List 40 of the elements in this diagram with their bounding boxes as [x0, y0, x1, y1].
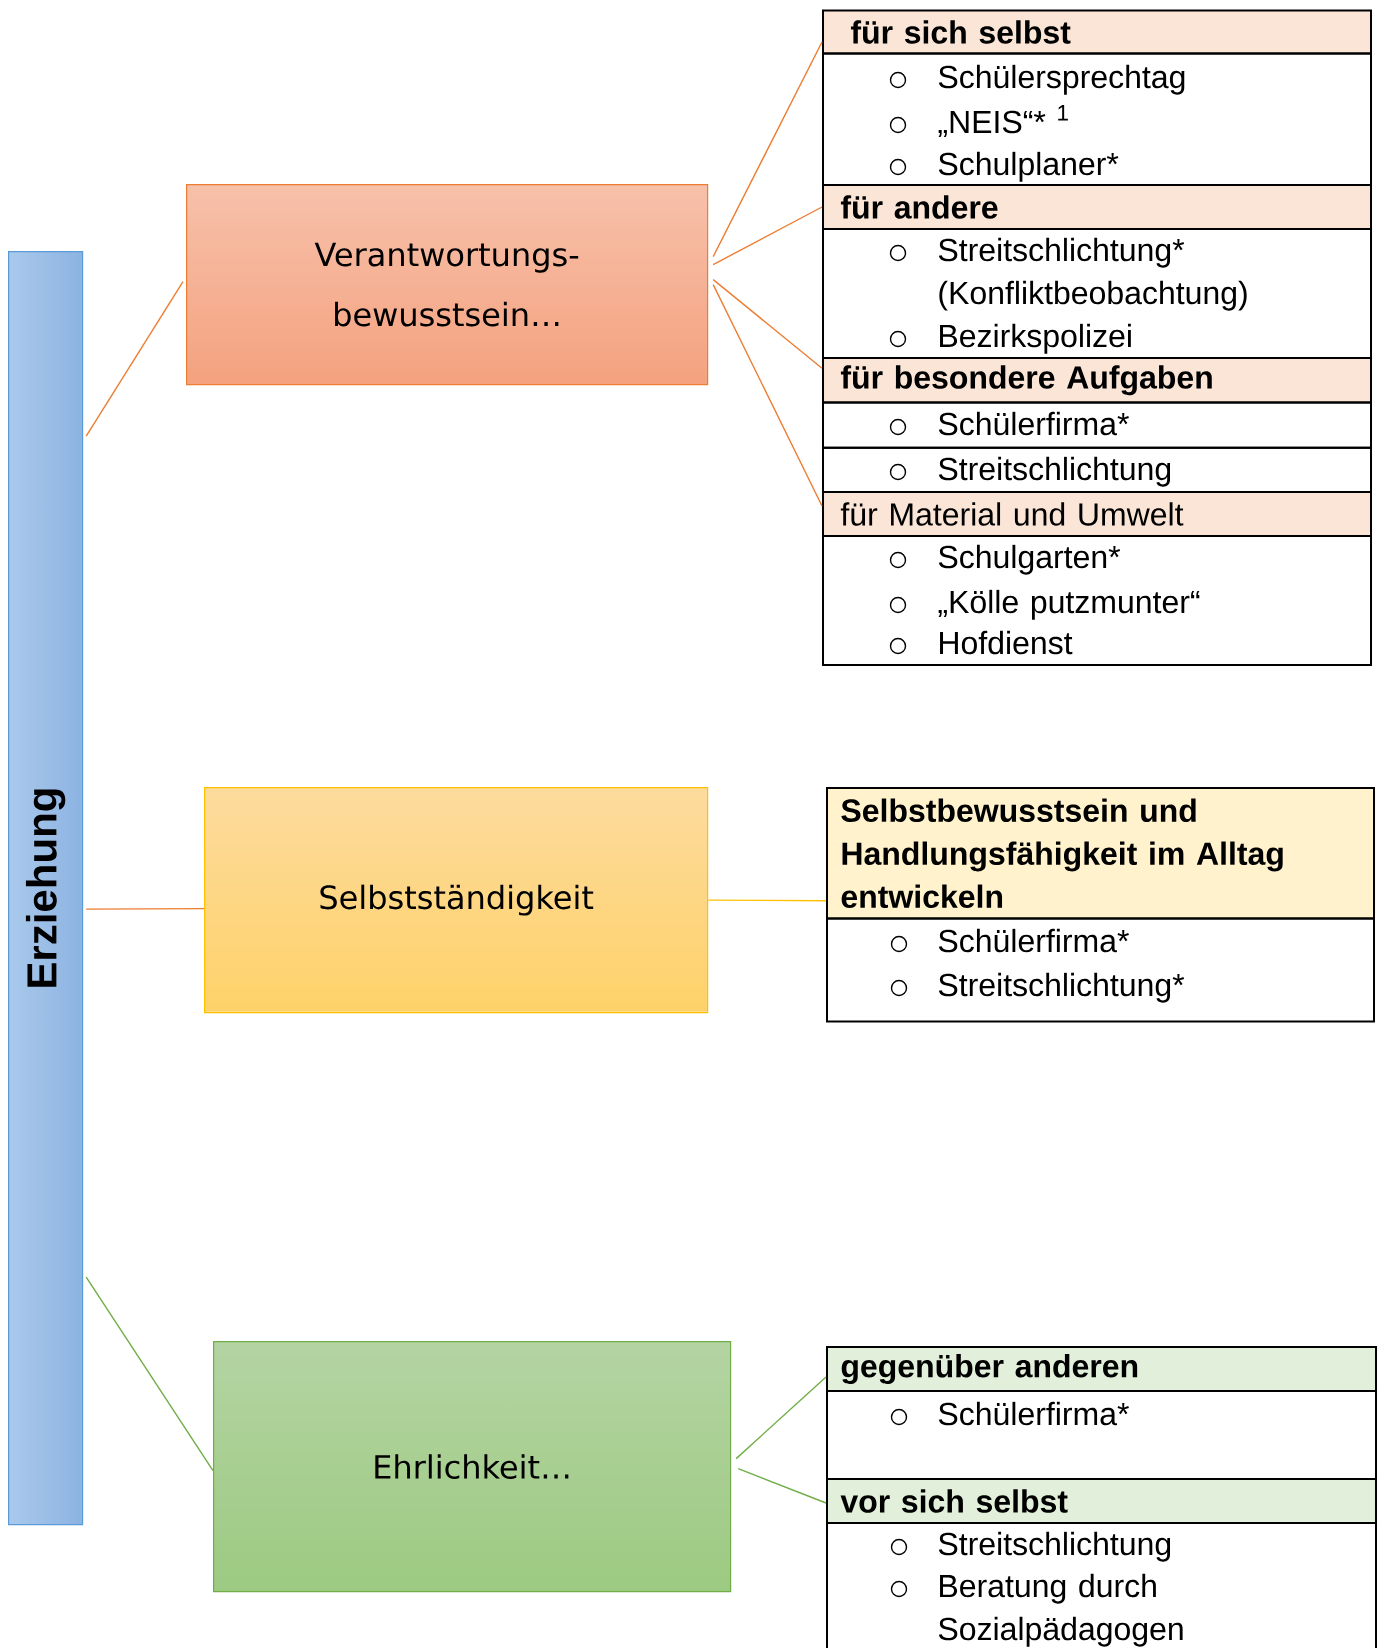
- list-item: Schulgarten*: [938, 544, 1121, 575]
- connector-line: [712, 278, 823, 369]
- list-item: Streitschlichtung: [938, 456, 1171, 487]
- list-item: „NEIS“* $^{1}$: [938, 105, 1068, 138]
- list-item: Hofdienst: [940, 630, 1073, 655]
- table-header: für Material und Umwelt: [822, 491, 1372, 537]
- list-item: Beratung durch Sozialpädagogen: [938, 1573, 1183, 1647]
- list-item: Schülerfirma*: [938, 928, 1129, 953]
- concept-box: Verantwortungs- bewusstsein…: [186, 184, 709, 386]
- connector-line: [85, 1276, 214, 1472]
- connector-line: [85, 907, 205, 910]
- table-header: vor sich selbst: [826, 1478, 1377, 1524]
- list-item: Streitschlichtung: [938, 1531, 1171, 1562]
- list-item: Schülersprechtag: [938, 64, 1185, 95]
- table-cell: [826, 917, 1375, 1023]
- table-header: Selbstbewusstsein und Handlungsfähigkeit im Alltag entwickeln: [826, 787, 1375, 920]
- list-item: Schulplaner*: [938, 151, 1119, 182]
- vertical-bar: Erziehung: [8, 251, 84, 1526]
- table-header: für sich selbst: [822, 9, 1372, 55]
- table-cell: [822, 535, 1372, 666]
- table-header: für besondere Aufgaben: [822, 357, 1372, 404]
- concept-box: Ehrlichkeit…: [213, 1341, 732, 1593]
- connector-line: [712, 283, 823, 507]
- list-item: Streitschlichtung*: [938, 972, 1185, 1003]
- connector-line: [735, 1376, 827, 1460]
- list-item: Schülerfirma*: [938, 1401, 1129, 1426]
- table-header: für andere: [822, 184, 1372, 230]
- connector-line: [707, 899, 827, 902]
- list-item: „Kölle putzmunter“: [938, 589, 1200, 620]
- connector-line: [712, 206, 823, 266]
- connector-line: [737, 1467, 827, 1504]
- table-cell: [826, 1522, 1377, 1648]
- list-item: Schülerfirma*: [938, 411, 1129, 436]
- list-item: Bezirkspolizei: [940, 323, 1131, 354]
- list-item: Streitschlichtung* (Konfliktbeobachtung): [938, 237, 1247, 311]
- connector-line: [85, 280, 184, 437]
- table-cell: [822, 401, 1372, 449]
- table-header: gegenüber anderen: [826, 1346, 1377, 1392]
- connector-line: [712, 41, 823, 258]
- concept-box: Selbstständigkeit: [204, 787, 709, 1014]
